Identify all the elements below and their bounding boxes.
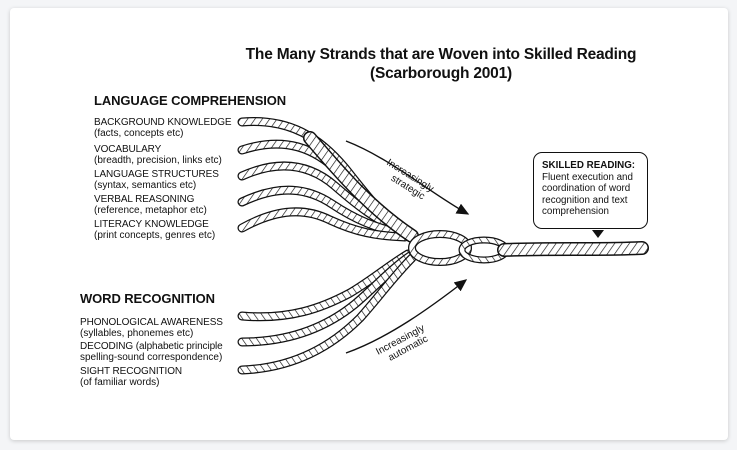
strand-detail: (syntax, semantics etc) bbox=[94, 180, 197, 191]
callout-text-line: recognition and text bbox=[542, 194, 628, 206]
strand-detail: (print concepts, genres etc) bbox=[94, 230, 216, 241]
callout-pointer bbox=[592, 230, 604, 238]
strand-decoding bbox=[237, 251, 415, 347]
strand-label-sight-recognition: SIGHT RECOGNITION (of familiar words) bbox=[80, 366, 182, 388]
callout-text-line: Fluent execution and bbox=[542, 171, 633, 183]
strand-label-language-structures: LANGUAGE STRUCTURES (syntax, semantics e… bbox=[94, 169, 219, 191]
braided-rope bbox=[408, 230, 649, 266]
rope-illustration: Increasingly strategic Increasingly auto… bbox=[237, 116, 649, 375]
strand-name: PHONOLOGICAL AWARENESS bbox=[80, 317, 223, 328]
strand-detail: spelling-sound correspondence) bbox=[80, 352, 223, 363]
strand-detail: (of familiar words) bbox=[80, 377, 160, 388]
strategic-arrow bbox=[345, 140, 470, 215]
automatic-arrow-label: Increasingly automatic bbox=[374, 322, 434, 368]
strand-detail: (facts, concepts etc) bbox=[94, 128, 184, 139]
language-comprehension-strands bbox=[237, 116, 419, 243]
title-citation: (Scarborough 2001) bbox=[370, 65, 512, 82]
strand-name: LANGUAGE STRUCTURES bbox=[94, 169, 219, 180]
callout-text-line: comprehension bbox=[542, 206, 609, 217]
twisted-rope-upper-trunk bbox=[303, 131, 419, 243]
strand-label-phonological-awareness: PHONOLOGICAL AWARENESS (syllables, phone… bbox=[80, 317, 223, 339]
strategic-arrow-label: Increasingly strategic bbox=[379, 157, 438, 205]
strand-name: BACKGROUND KNOWLEDGE bbox=[94, 117, 232, 128]
strand-detail: (breadth, precision, links etc) bbox=[94, 155, 222, 166]
strand-name: VOCABULARY bbox=[94, 144, 162, 155]
strand-verbal-reasoning bbox=[237, 185, 409, 239]
strand-detail: (reference, metaphor etc) bbox=[94, 205, 207, 216]
strand-label-background-knowledge: BACKGROUND KNOWLEDGE (facts, concepts et… bbox=[94, 117, 232, 139]
skilled-reading-callout: SKILLED READING: Fluent execution and co… bbox=[533, 152, 648, 238]
diagram-title: The Many Strands that are Woven into Ski… bbox=[236, 45, 646, 83]
strand-name: LITERACY KNOWLEDGE bbox=[94, 219, 209, 230]
language-comprehension-heading: LANGUAGE COMPREHENSION bbox=[94, 93, 287, 108]
strand-name: SIGHT RECOGNITION bbox=[80, 366, 183, 377]
strand-sight-recognition bbox=[237, 253, 417, 375]
strand-label-literacy-knowledge: LITERACY KNOWLEDGE (print concepts, genr… bbox=[94, 219, 215, 241]
strand-label-decoding: DECODING (alphabetic principle spelling-… bbox=[80, 341, 223, 363]
word-recognition-strands bbox=[237, 249, 417, 375]
callout-text-line: coordination of word bbox=[542, 183, 631, 194]
strand-literacy-knowledge bbox=[237, 207, 410, 242]
strand-name: VERBAL REASONING bbox=[94, 194, 195, 205]
word-recognition-heading: WORD RECOGNITION bbox=[80, 291, 215, 306]
title-line: The Many Strands that are Woven into Ski… bbox=[245, 46, 637, 63]
strand-detail: (syllables, phonemes etc) bbox=[80, 328, 194, 339]
strand-label-verbal-reasoning: VERBAL REASONING (reference, metaphor et… bbox=[94, 194, 207, 216]
diagram-card: Increasingly strategic Increasingly auto… bbox=[10, 8, 728, 440]
automatic-arrow bbox=[345, 279, 468, 354]
strand-name: DECODING (alphabetic principle bbox=[80, 341, 223, 352]
callout-heading: SKILLED READING: bbox=[542, 160, 636, 171]
strand-label-vocabulary: VOCABULARY (breadth, precision, links et… bbox=[94, 144, 222, 166]
strand-phonological-awareness bbox=[237, 249, 413, 322]
